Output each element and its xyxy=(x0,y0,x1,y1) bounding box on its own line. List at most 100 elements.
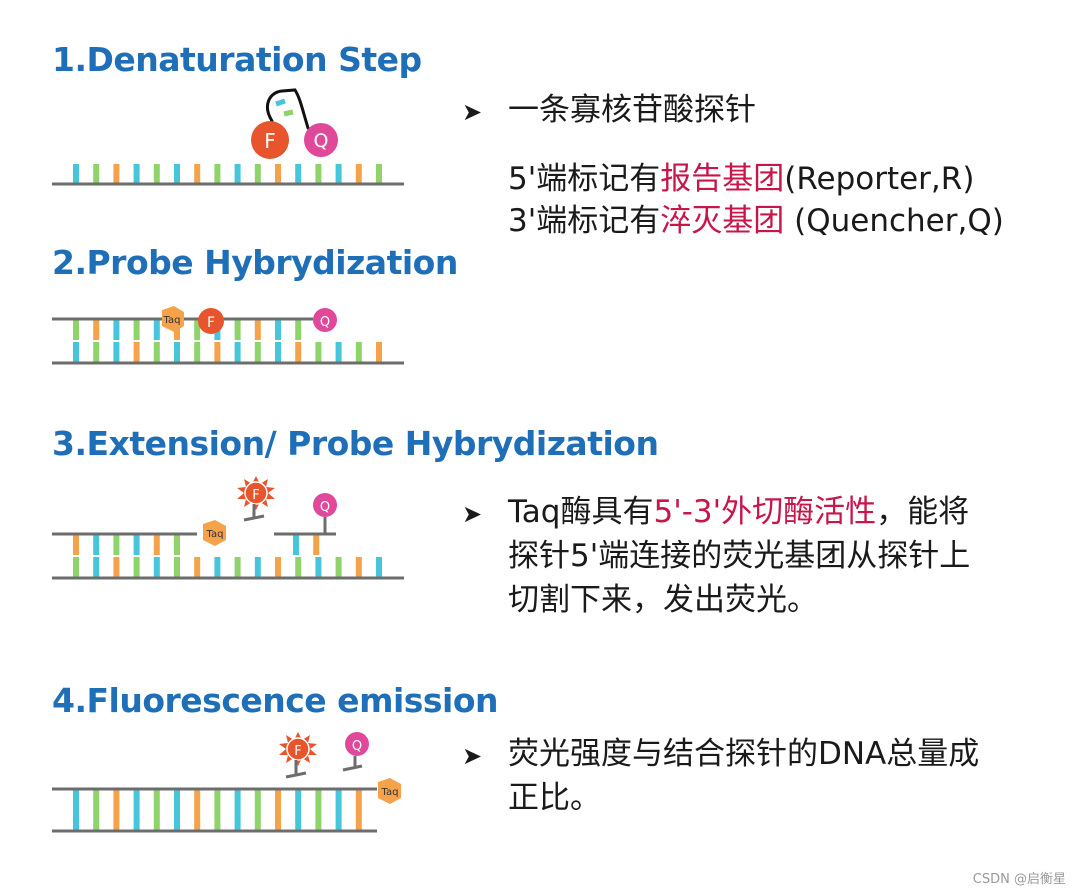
dna-base xyxy=(254,790,261,830)
probe-base xyxy=(283,109,294,117)
dna-base xyxy=(275,342,281,362)
note-3-line-2: 探针5'端连接的荧光基团从探针上 xyxy=(508,538,971,574)
fluorophore-label: F xyxy=(294,744,301,759)
dna-base xyxy=(295,320,302,340)
dna-base xyxy=(214,790,221,830)
dna-base xyxy=(214,557,221,577)
dna-base xyxy=(153,342,160,362)
dna-base xyxy=(174,790,180,830)
note-1-line-3: 3'端标记有淬灭基团 (Quencher,Q) xyxy=(508,203,1004,239)
dna-base xyxy=(153,320,160,340)
dna-base xyxy=(73,320,79,340)
dna-base xyxy=(254,320,261,340)
dna-base xyxy=(153,164,160,184)
note-1-line-1: 一条寡核苷酸探针 xyxy=(508,92,756,128)
quencher-Q xyxy=(313,493,337,517)
dna-strand-bases xyxy=(73,164,382,184)
step-4-title: 4.Fluorescence emission xyxy=(52,681,499,720)
note-4-line-2: 正比。 xyxy=(508,780,601,816)
dna-base xyxy=(376,557,382,577)
dna-base xyxy=(133,342,140,362)
taq-label: Taq xyxy=(163,315,181,326)
dna-base xyxy=(153,535,160,555)
dna-base xyxy=(335,790,342,830)
dna-base xyxy=(234,164,241,184)
dna-base xyxy=(355,557,362,577)
taq-label: Taq xyxy=(381,787,399,798)
dna-base xyxy=(73,535,79,555)
quencher-Q xyxy=(313,308,337,332)
dna-base xyxy=(335,164,342,184)
dna-base xyxy=(295,164,302,184)
dna-base xyxy=(275,320,281,340)
fluorophore-F xyxy=(251,121,289,159)
dna-base xyxy=(133,320,140,340)
fluorophore-label: F xyxy=(207,315,215,331)
fluorophore-label: F xyxy=(264,129,276,153)
fluorophore-F xyxy=(198,308,224,334)
double-strand-bases xyxy=(73,790,362,830)
dna-base xyxy=(73,342,79,362)
dna-base xyxy=(113,164,120,184)
dna-base xyxy=(93,557,100,577)
reporter-highlight: 报告基团 xyxy=(660,161,785,197)
quencher-label: Q xyxy=(320,500,330,515)
quencher-label: Q xyxy=(320,315,330,330)
fluorophore-label: F xyxy=(252,488,259,503)
dna-base xyxy=(73,790,79,830)
bullet-arrow-icon: ➤ xyxy=(462,500,483,528)
dna-base xyxy=(293,535,299,555)
extension-diagram: Taq F Q xyxy=(52,476,404,580)
quencher-highlight: 淬灭基团 xyxy=(660,203,785,239)
dna-base xyxy=(315,557,322,577)
dna-base xyxy=(214,342,221,362)
dna-base xyxy=(254,557,261,577)
dna-base xyxy=(133,164,140,184)
dna-base xyxy=(355,342,362,362)
dna-base xyxy=(313,535,320,555)
dna-base xyxy=(93,320,100,340)
fluorescence-emission-diagram: F Q Taq xyxy=(52,732,401,833)
dna-base xyxy=(133,790,140,830)
taq-enzyme xyxy=(162,306,184,332)
dna-base xyxy=(295,790,302,830)
probe-fragment xyxy=(342,756,363,772)
dna-base xyxy=(376,164,382,184)
quencher-label: Q xyxy=(352,739,362,754)
dna-base xyxy=(113,535,120,555)
dna-base xyxy=(275,164,281,184)
note-4-line-1: 荧光强度与结合探针的DNA总量成 xyxy=(508,736,980,772)
note-3-line-1: Taq酶具有5'-3'外切酶活性，能将 xyxy=(508,494,970,530)
dna-base xyxy=(315,164,322,184)
dna-base xyxy=(355,164,362,184)
note-1-line-2: 5'端标记有报告基团(Reporter,R) xyxy=(508,161,975,197)
dna-base xyxy=(234,557,241,577)
dna-base xyxy=(295,342,302,362)
fluorophore-F xyxy=(286,737,310,761)
note-3-line-3: 切割下来，发出荧光。 xyxy=(508,582,818,618)
dna-base xyxy=(174,557,180,577)
dna-base xyxy=(275,557,281,577)
dna-base xyxy=(194,342,201,362)
dna-base xyxy=(295,557,302,577)
probe-base xyxy=(275,98,286,107)
dna-base xyxy=(194,164,201,184)
dna-base xyxy=(93,342,100,362)
dna-base xyxy=(254,164,261,184)
probe-hybridization-diagram: Taq F Q xyxy=(52,306,404,365)
fluorophore-F xyxy=(244,481,268,505)
step-3-title: 3.Extension/ Probe Hybrydization xyxy=(52,424,659,463)
dna-base xyxy=(113,557,120,577)
dna-base xyxy=(93,535,100,555)
dna-base xyxy=(93,164,100,184)
dna-base xyxy=(73,557,79,577)
dna-base xyxy=(335,557,342,577)
dna-base xyxy=(355,790,362,830)
dna-base xyxy=(234,320,241,340)
dna-base xyxy=(153,557,160,577)
dna-base xyxy=(93,790,100,830)
dna-base xyxy=(335,342,342,362)
dna-base xyxy=(194,790,201,830)
dna-base xyxy=(234,790,241,830)
dna-base xyxy=(113,342,120,362)
